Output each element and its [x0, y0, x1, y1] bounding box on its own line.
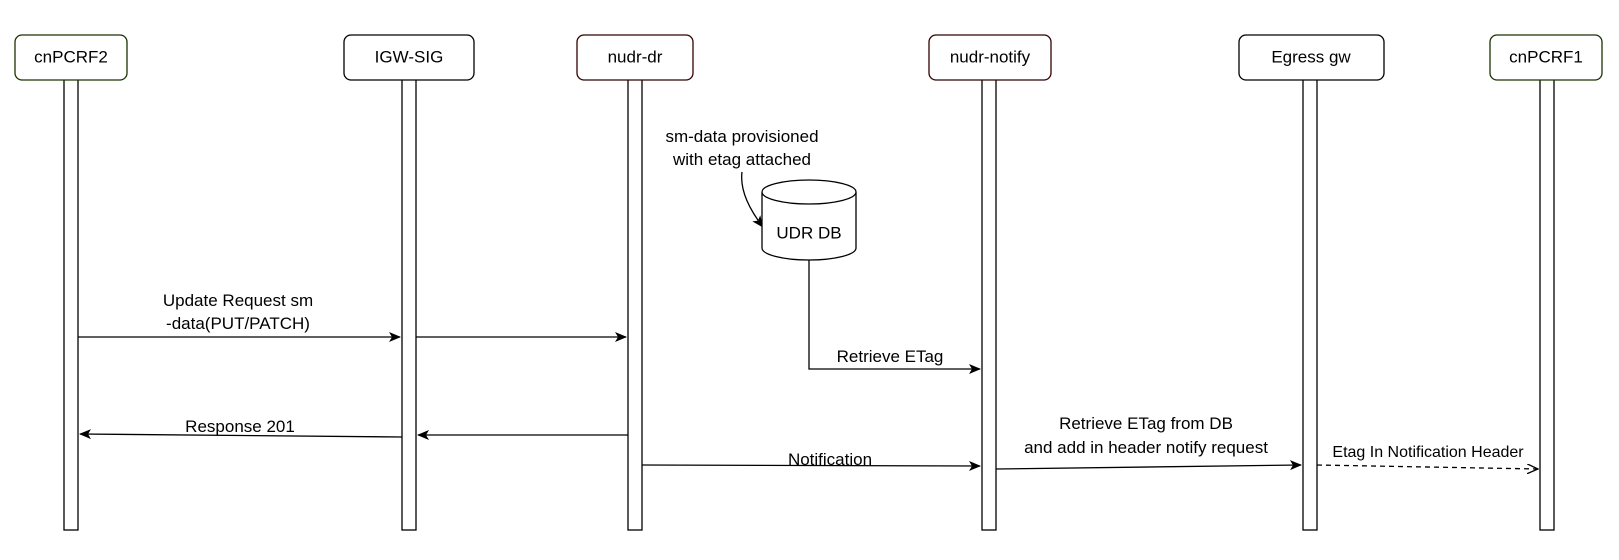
retrieve-from-db-label-line2: and add in header notify request	[1024, 438, 1268, 457]
retrieve-etag-label: Retrieve ETag	[837, 347, 944, 366]
actor-nudr-notify: nudr-notify	[928, 34, 1052, 81]
response-201-arrow	[79, 429, 403, 440]
lifeline-igw-sig	[401, 77, 417, 531]
notification-label: Notification	[788, 450, 872, 469]
note-provisioned-line2: with etag attached	[672, 150, 811, 169]
update-request-label-line1: Update Request sm	[163, 291, 313, 310]
actor-egress-gw-label: Egress gw	[1271, 47, 1351, 66]
etag-header-arrow	[1316, 465, 1538, 469]
update-request-label-line2: -data(PUT/PATCH)	[166, 314, 310, 333]
actor-nudr-dr: nudr-dr	[576, 34, 694, 81]
actor-cnpcrf1-label: cnPCRF1	[1509, 47, 1583, 66]
lifeline-nudr-dr	[627, 77, 643, 531]
retrieve-from-db-arrow	[995, 460, 1302, 471]
retrieve-from-db-label-line1: Retrieve ETag from DB	[1059, 414, 1233, 433]
notification-arrow	[641, 460, 981, 471]
actor-cnpcrf1: cnPCRF1	[1489, 34, 1603, 81]
actor-nudr-dr-label: nudr-dr	[608, 47, 663, 66]
lifeline-cnpcrf1	[1539, 77, 1555, 531]
note-provisioned-line1: sm-data provisioned	[665, 127, 818, 146]
response-201-label: Response 201	[185, 417, 295, 436]
actor-nudr-notify-label: nudr-notify	[950, 47, 1031, 66]
actor-igw-sig: IGW-SIG	[343, 34, 475, 81]
udr-db-label: UDR DB	[776, 223, 841, 242]
lifeline-egress-gw	[1302, 77, 1318, 531]
note-to-db-arrow	[741, 171, 764, 228]
actor-egress-gw: Egress gw	[1238, 34, 1385, 81]
etag-header-label: Etag In Notification Header	[1332, 444, 1524, 461]
lifeline-cnpcrf2	[63, 77, 79, 531]
udr-db-cylinder: UDR DB	[761, 179, 857, 261]
actor-cnpcrf2: cnPCRF2	[14, 34, 128, 81]
retrieve-etag-arrow	[808, 260, 981, 374]
actor-igw-sig-label: IGW-SIG	[375, 47, 444, 66]
actor-cnpcrf2-label: cnPCRF2	[34, 47, 108, 66]
lifeline-nudr-notify	[981, 77, 997, 531]
